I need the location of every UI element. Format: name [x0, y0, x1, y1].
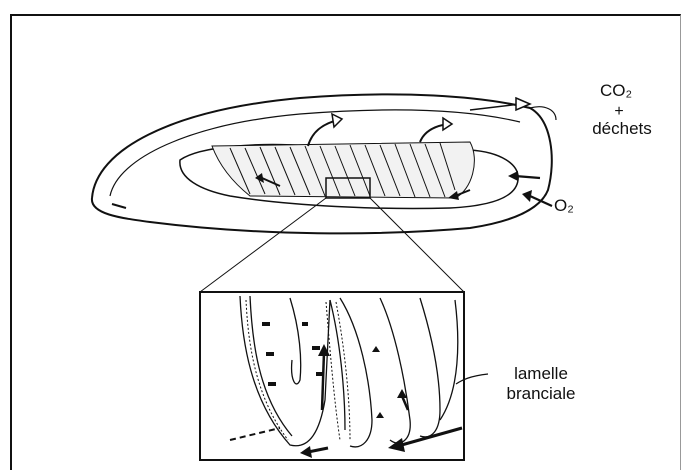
zoom-line-left: [200, 198, 326, 292]
gill-hatching: [212, 142, 474, 198]
dechets-label: déchets: [582, 120, 662, 138]
o2-inflow-arrow: [530, 196, 552, 206]
co2-label: CO₂: [586, 82, 646, 100]
zoom-box: [200, 292, 464, 460]
hinge-detail: [530, 107, 556, 120]
exhalant-arrow: [470, 104, 520, 110]
zoom-line-right: [370, 198, 464, 292]
lamelle-label: lamelle: [486, 365, 596, 383]
branciale-label: branciale: [486, 385, 596, 403]
o2-label: O₂: [554, 197, 594, 215]
